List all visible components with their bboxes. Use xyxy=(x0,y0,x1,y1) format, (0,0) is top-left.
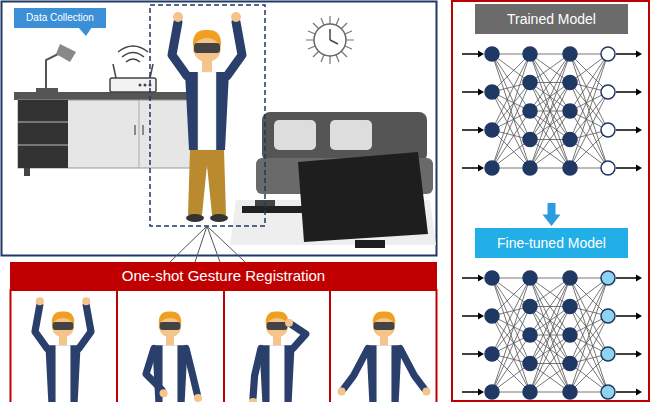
net-arrow-head xyxy=(478,313,484,320)
net-arrow xyxy=(616,353,638,355)
net-neuron xyxy=(523,104,537,118)
net-arrow xyxy=(462,391,480,393)
net-arrow-head xyxy=(478,89,484,96)
net-arrow-head xyxy=(478,389,484,396)
net-arrow xyxy=(462,129,480,131)
net-neuron xyxy=(485,347,499,361)
net-neuron xyxy=(485,47,499,61)
net-arrow-head xyxy=(636,275,642,282)
net-arrow xyxy=(616,91,638,93)
net-neuron xyxy=(523,133,537,147)
net-neuron xyxy=(601,123,615,137)
net-neuron xyxy=(523,300,537,314)
net-neuron xyxy=(523,271,537,285)
net-neuron xyxy=(485,161,499,175)
net-neuron xyxy=(563,133,577,147)
net-neuron xyxy=(523,76,537,90)
net-arrow xyxy=(462,167,480,169)
net-arrow-head xyxy=(478,127,484,134)
node-label: Data Collection xyxy=(14,8,106,28)
net-neuron xyxy=(563,357,577,371)
net-arrow-head xyxy=(636,51,642,58)
net-link xyxy=(530,307,570,393)
net-neuron xyxy=(485,385,499,399)
net-neuron xyxy=(601,85,615,99)
net-arrow-head xyxy=(636,351,642,358)
net-neuron xyxy=(485,309,499,323)
net-neuron xyxy=(601,385,615,399)
node-label: Trained Model xyxy=(475,4,628,34)
net-neuron xyxy=(601,47,615,61)
net-arrow xyxy=(616,315,638,317)
net-neuron xyxy=(485,123,499,137)
net-arrow-head xyxy=(478,165,484,172)
model-header: Trained Model xyxy=(475,4,628,200)
net-neuron xyxy=(563,385,577,399)
net-neuron xyxy=(601,271,615,285)
net-neuron xyxy=(601,309,615,323)
net-arrow xyxy=(462,315,480,317)
net-arrow xyxy=(616,53,638,55)
net-arrow xyxy=(616,167,638,169)
net-arrow-head xyxy=(636,165,642,172)
net-arrow-head xyxy=(636,89,642,96)
net-arrow xyxy=(616,129,638,131)
net-arrow xyxy=(462,91,480,93)
net-neuron xyxy=(485,271,499,285)
section-band: One-shot Gesture Registration xyxy=(10,262,437,290)
net-neuron xyxy=(601,347,615,361)
node-label: One-shot Gesture Registration xyxy=(10,262,437,290)
net-neuron xyxy=(563,271,577,285)
net-neuron xyxy=(563,161,577,175)
net-link xyxy=(530,83,570,169)
net-arrow xyxy=(462,277,480,279)
net-arrow-head xyxy=(478,275,484,282)
net-arrow-head xyxy=(478,351,484,358)
node-label: Fine-tuned Model xyxy=(475,228,628,258)
net-arrow-head xyxy=(636,389,642,396)
net-link xyxy=(530,54,570,140)
net-neuron xyxy=(523,328,537,342)
net-arrow xyxy=(616,277,638,279)
net-arrow xyxy=(462,53,480,55)
net-link xyxy=(530,278,570,364)
speech-bubble: Data Collection xyxy=(14,8,106,28)
net-neuron xyxy=(563,47,577,61)
net-neuron xyxy=(601,161,615,175)
net-arrow-head xyxy=(636,313,642,320)
net-neuron xyxy=(523,47,537,61)
net-neuron xyxy=(523,161,537,175)
net-link xyxy=(530,83,570,169)
net-arrow xyxy=(616,391,638,393)
net-arrow xyxy=(462,353,480,355)
net-neuron xyxy=(523,357,537,371)
net-link xyxy=(530,54,570,140)
net-arrow-head xyxy=(636,127,642,134)
net-neuron xyxy=(563,328,577,342)
net-neuron xyxy=(523,385,537,399)
net-neuron xyxy=(485,85,499,99)
net-link xyxy=(530,278,570,364)
net-neuron xyxy=(563,300,577,314)
net-arrow-head xyxy=(478,51,484,58)
block-arrow xyxy=(543,203,561,226)
net-neuron xyxy=(563,76,577,90)
net-neuron xyxy=(563,104,577,118)
net-link xyxy=(530,307,570,393)
model-header: Fine-tuned Model xyxy=(475,228,628,258)
